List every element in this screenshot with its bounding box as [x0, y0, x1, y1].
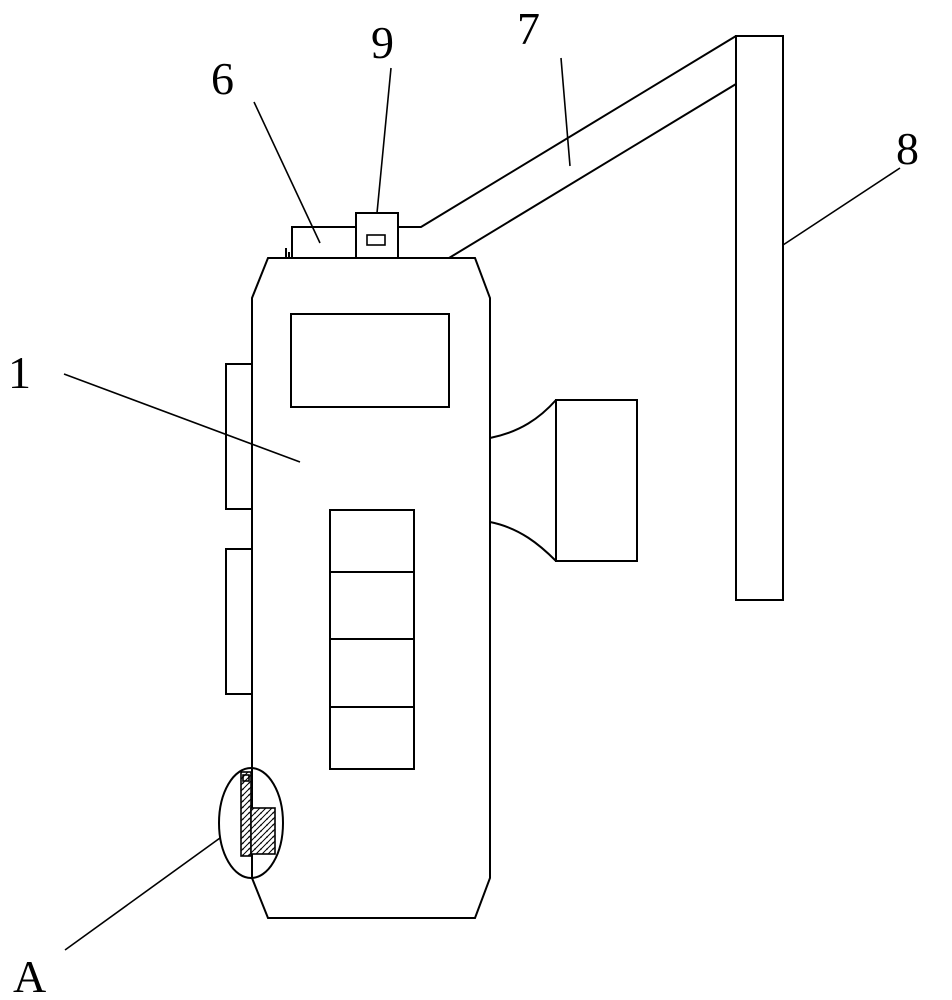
top-component	[291, 226, 357, 259]
button-3	[329, 638, 415, 708]
leader-line-a	[64, 837, 221, 951]
detail-a-small-square	[242, 774, 250, 782]
detail-a-ellipse	[218, 767, 284, 879]
label-8: 8	[896, 123, 919, 174]
left-side-panel-lower	[225, 548, 253, 695]
leader-line-9	[376, 67, 392, 214]
vertical-post	[735, 35, 784, 601]
detail-a-hatched-block	[250, 807, 276, 855]
top-component-corner-mark	[285, 248, 290, 258]
button-stack	[329, 509, 415, 770]
button-2	[329, 571, 415, 640]
connecting-arm	[398, 35, 737, 259]
top-clip-slot	[366, 234, 386, 246]
detail-a-hatched-strip	[240, 771, 252, 857]
label-7: 7	[517, 3, 540, 54]
right-attachment-box	[555, 399, 638, 562]
leader-line-8	[782, 167, 901, 246]
leader-line-7	[560, 57, 571, 167]
label-6: 6	[211, 53, 234, 104]
detail-a-region	[218, 767, 284, 879]
leader-line-1	[63, 373, 301, 463]
button-1	[329, 509, 415, 573]
right-attachment	[489, 399, 638, 562]
label-a: A	[13, 951, 46, 1000]
button-4	[329, 706, 415, 770]
label-9: 9	[371, 17, 394, 68]
display-window	[290, 313, 450, 408]
device-body	[251, 257, 491, 919]
left-side-panel-upper	[225, 363, 253, 510]
leader-line-6	[253, 101, 321, 244]
label-1: 1	[8, 347, 31, 398]
